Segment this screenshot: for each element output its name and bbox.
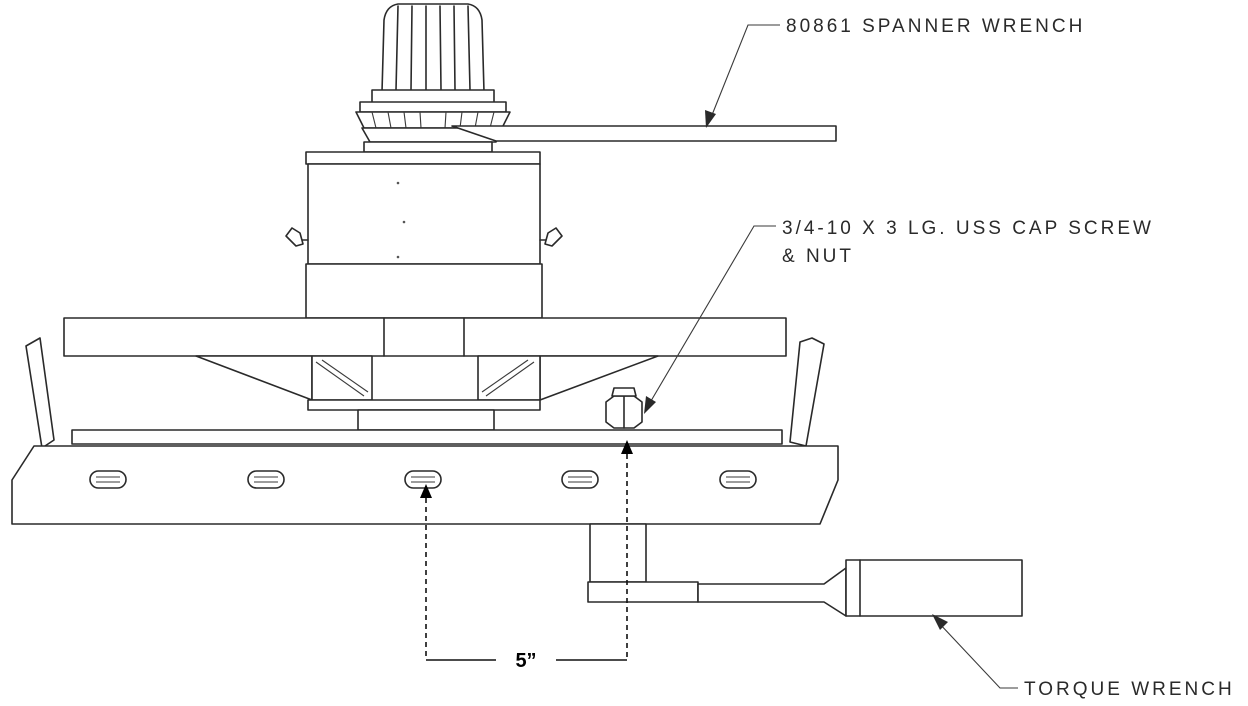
torque-wrench	[587, 559, 1023, 617]
spline-shaft	[359, 3, 507, 113]
leader-torque-wrench	[932, 614, 1018, 689]
dimension-arrow-right	[621, 440, 633, 454]
slot-3	[404, 470, 442, 489]
slots	[89, 470, 757, 489]
slot-1	[89, 470, 127, 489]
leader-cap-screw	[644, 225, 776, 414]
callout-cap-screw-line2: & NUT	[782, 246, 854, 267]
lower-flange	[307, 399, 541, 431]
cap-screw-nut	[605, 387, 643, 429]
leader-spanner-wrench	[705, 24, 780, 128]
plate	[63, 317, 787, 357]
slot-5	[719, 470, 757, 489]
dimension-label: 5”	[515, 650, 536, 672]
socket	[589, 523, 647, 583]
dimension-5-inch: 5”	[420, 440, 633, 672]
grease-fitting-right	[539, 227, 563, 247]
grease-fitting-left	[285, 227, 309, 247]
housing	[305, 151, 543, 319]
callout-cap-screw-line1: 3/4-10 X 3 LG. USS CAP SCREW	[782, 218, 1154, 239]
upright-right	[789, 337, 825, 447]
spanner-wrench	[451, 125, 837, 142]
upright-left	[25, 337, 55, 449]
callout-spanner-wrench: 80861 SPANNER WRENCH	[786, 16, 1085, 37]
callout-torque-wrench: TORQUE WRENCH	[1024, 679, 1235, 700]
gussets	[195, 355, 659, 401]
dimension-arrow-left	[420, 484, 432, 498]
slot-4	[561, 470, 599, 489]
slot-2	[247, 470, 285, 489]
